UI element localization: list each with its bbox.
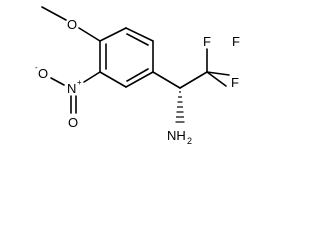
atom-o-methoxy: O bbox=[67, 17, 77, 32]
bond-chiral-cf3 bbox=[179, 71, 208, 89]
atom-o-nitro-top-charge: - bbox=[35, 63, 38, 72]
atom-o-nitro-bottom: O bbox=[68, 115, 78, 130]
hashed-wedge-bond bbox=[175, 91, 185, 123]
bond-ring-5-6 bbox=[99, 71, 127, 88]
bond-ring-4-5 bbox=[125, 71, 154, 88]
atom-o-nitro-top: O bbox=[38, 66, 48, 81]
bond-ring-1-2 bbox=[99, 27, 127, 42]
atom-n-nitro-charge: + bbox=[77, 78, 82, 87]
atom-amine-subscript: 2 bbox=[187, 136, 192, 146]
bond-n-o-top bbox=[50, 77, 65, 86]
bond-c-f-right bbox=[206, 71, 230, 76]
bond-ring-chiral bbox=[152, 71, 181, 89]
atom-amine: NH bbox=[167, 128, 186, 143]
bond-ring-4-5-inner bbox=[126, 68, 149, 82]
atom-n-nitro: N bbox=[67, 81, 76, 96]
atom-f-right: F bbox=[232, 34, 240, 49]
bond-methyl-o bbox=[41, 6, 67, 21]
bond-o-ring bbox=[78, 27, 101, 42]
bond-ring-2-3 bbox=[125, 27, 154, 42]
bond-c-f-bottom bbox=[206, 71, 227, 87]
bond-ring-nitro bbox=[83, 71, 101, 83]
bond-ring-2-3-inner bbox=[126, 33, 149, 46]
molecule-structure: O N + O - O F F F NH 2 bbox=[35, 6, 240, 146]
atom-f-left: F bbox=[203, 34, 211, 49]
atom-f-bottom: F bbox=[231, 75, 239, 90]
bond-lines bbox=[41, 6, 230, 114]
